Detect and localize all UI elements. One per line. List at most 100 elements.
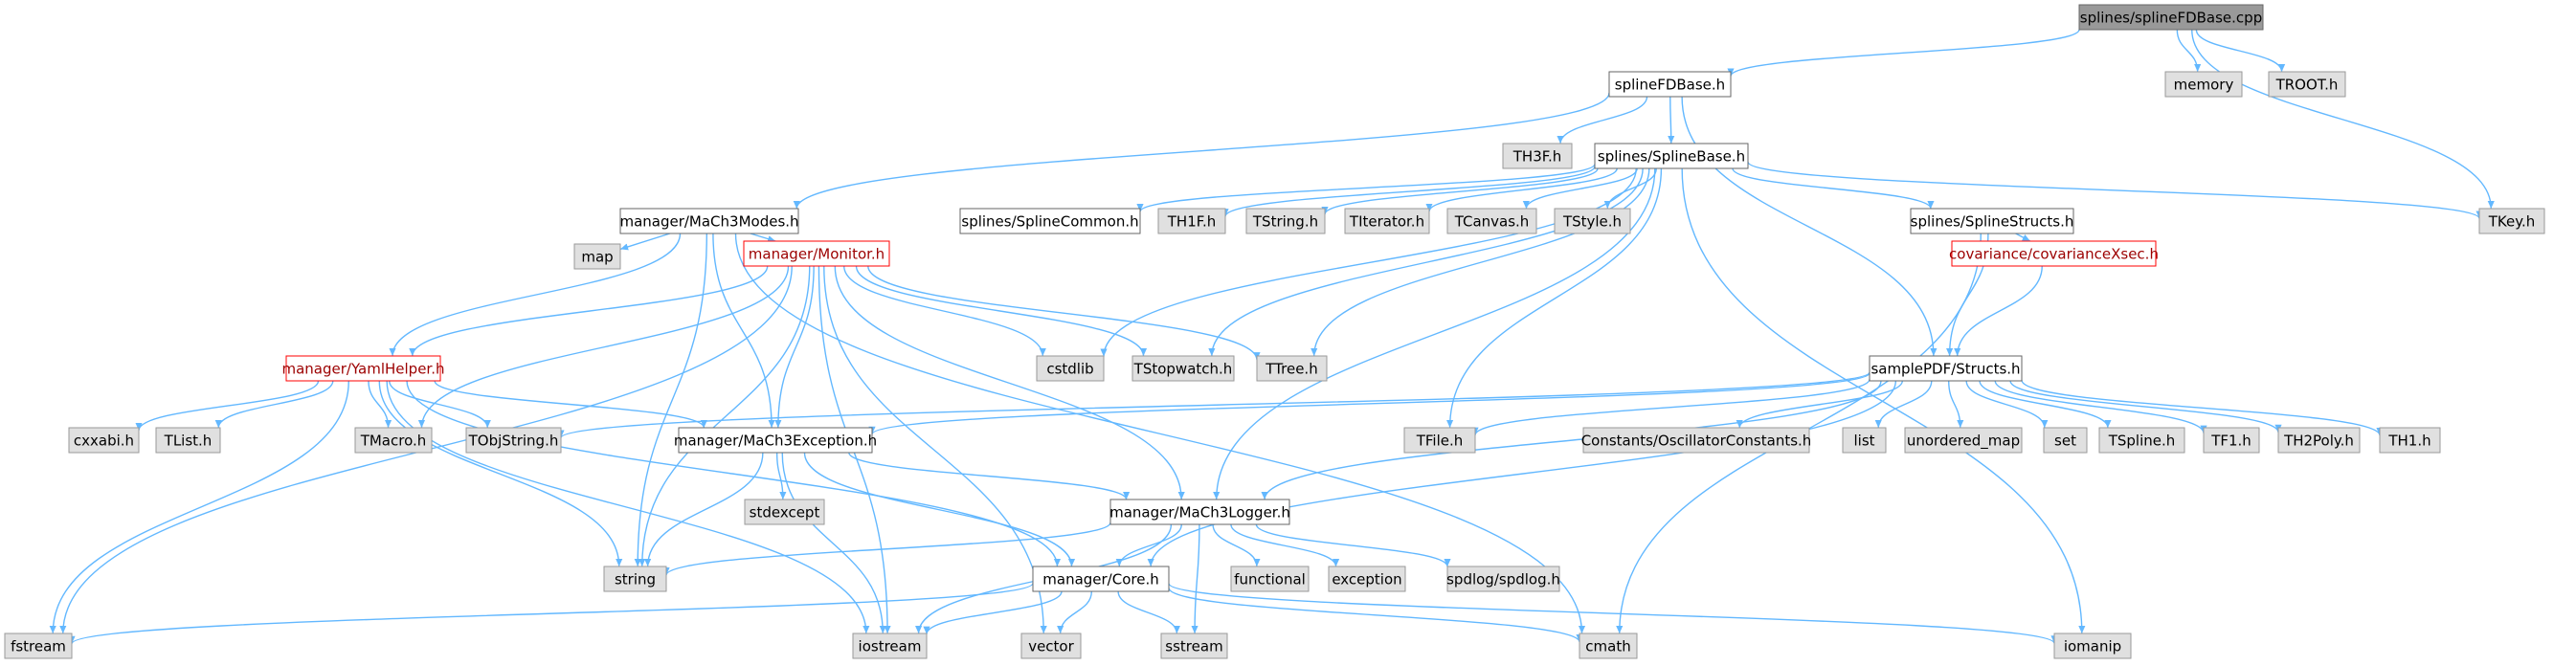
node-box-set [2043,427,2088,454]
node-spdlog: spdlog/spdlog.h [1446,566,1560,592]
node-label-osc: Constants/OscillatorConstants.h [1581,433,1812,450]
edge-monitor-to-yaml [409,265,769,357]
node-label-tfile: TFile.h [1416,433,1464,450]
node-label-root: splines/splineFDBase.cpp [2080,10,2262,27]
node-box-cstdlib [1036,355,1105,382]
edge-covx-to-structs [1954,265,2043,357]
node-label-umap: unordered_map [1907,433,2020,451]
node-label-iostream: iostream [859,638,922,655]
node-iomanip: iomanip [2053,633,2132,659]
node-label-th1: TH1.h [2387,433,2430,450]
node-label-logger: manager/MaCh3Logger.h [1109,504,1290,522]
edge-yaml-to-string [378,380,623,567]
edge-yaml-to-core [406,380,1062,567]
node-structs[interactable]: samplePDF/Structs.h [1869,355,2023,382]
edge-monitor-to-cstdlib [843,265,1046,357]
node-label-th2poly: TH2Poly.h [2283,433,2354,450]
node-modes[interactable]: manager/MaCh3Modes.h [619,208,799,234]
node-troot: TROOT.h [2268,71,2346,98]
edge-monitor-to-tmacro [417,265,790,429]
node-box-modes [619,208,799,234]
node-box-monitor [743,240,890,267]
node-box-sfdbh [1608,71,1732,98]
edge-yaml-to-fstream [49,380,349,634]
node-box-troot [2268,71,2346,98]
node-label-th1f: TH1F.h [1167,213,1216,231]
node-box-tspline [2098,427,2185,454]
node-yaml[interactable]: manager/YamlHelper.h [281,355,445,382]
node-box-functional [1230,566,1310,592]
node-box-exception [1328,566,1406,592]
edge-exc-to-core [803,452,1076,567]
node-logger[interactable]: manager/MaCh3Logger.h [1109,499,1290,525]
node-spbase[interactable]: splines/SplineBase.h [1594,143,1749,169]
edge-logger-to-functional [1212,523,1261,567]
node-string: string [603,566,667,592]
edge-structs-to-exc [868,372,1870,435]
edge-monitor-to-vector [823,265,1047,634]
node-stdexcept: stdexcept [744,499,825,525]
edge-core-to-fstream [68,582,1034,645]
node-box-memory [2164,71,2243,98]
node-box-cmath [1579,633,1638,659]
node-label-th3f: TH3F.h [1512,148,1561,166]
node-memory: memory [2164,71,2243,98]
edge-spbase-to-tkey [1747,161,2483,219]
node-osc: Constants/OscillatorConstants.h [1581,427,1812,454]
edge-spbase-to-tcanvas [1522,167,1638,210]
node-sfdbh[interactable]: splineFDBase.h [1608,71,1732,98]
node-label-tstyle: TStyle.h [1562,213,1622,231]
edge-yaml-to-tmacro [368,380,392,429]
edge-sfdbh-to-structs [1681,96,1938,357]
node-fstream: fstream [4,633,73,659]
node-label-functional: functional [1234,571,1306,588]
node-box-iostream [852,633,928,659]
node-box-exc [678,427,873,454]
node-root[interactable]: splines/splineFDBase.cpp [2078,4,2264,31]
edge-spbase-to-tstopwatch [1208,167,1644,357]
node-label-cstdlib: cstdlib [1046,361,1093,378]
node-box-tkey [2478,208,2545,234]
node-label-yaml: manager/YamlHelper.h [281,361,444,378]
edge-structs-to-tobjstr [557,371,1870,439]
node-box-spbase [1594,143,1749,169]
edge-structs-to-set [1965,380,2049,429]
node-box-tfile [1403,427,1476,454]
node-titer: TIterator.h [1344,208,1430,234]
node-covx[interactable]: covariance/covarianceXsec.h [1949,240,2159,267]
node-box-th3f [1502,143,1573,169]
edge-exc-to-iostream [781,452,886,634]
node-box-iomanip [2053,633,2132,659]
edge-modes-to-string [634,233,708,567]
node-spstructs[interactable]: splines/SplineStructs.h [1910,208,2074,234]
edge-monitor-to-logger [834,265,1185,500]
node-core[interactable]: manager/Core.h [1032,566,1170,592]
edge-structs-to-umap [1948,380,1964,429]
node-label-exception: exception [1332,571,1401,588]
dependency-nodes: splines/splineFDBase.cpp memory TROOT.h spl… [4,4,2545,659]
node-box-sstream [1160,633,1228,659]
node-ttree: TTree.h [1256,355,1328,382]
edge-structs-to-tfile [1471,378,1870,436]
node-exc[interactable]: manager/MaCh3Exception.h [674,427,877,454]
node-label-set: set [2054,433,2076,450]
edge-core-to-vector [1057,590,1093,634]
node-spcommon[interactable]: splines/SplineCommon.h [959,208,1141,234]
dependency-edges [49,29,2495,645]
node-label-tobjstr: TObjString.h [468,433,559,450]
node-tstring: TString.h [1245,208,1326,234]
node-label-cxxabi: cxxabi.h [74,433,134,450]
edge-logger-to-exception [1230,523,1340,567]
node-label-tf1: TF1.h [2210,433,2251,450]
node-label-titer: TIterator.h [1349,213,1424,231]
node-box-osc [1582,427,1810,454]
node-tf1: TF1.h [2203,427,2260,454]
node-label-sfdbh: splineFDBase.h [1615,77,1725,94]
edge-spbase-to-tfile [1446,167,1663,429]
node-label-cmath: cmath [1585,638,1630,655]
node-iostream: iostream [852,633,928,659]
node-box-titer [1344,208,1430,234]
node-label-tkey: TKey.h [2488,213,2536,231]
node-monitor[interactable]: manager/Monitor.h [743,240,890,267]
